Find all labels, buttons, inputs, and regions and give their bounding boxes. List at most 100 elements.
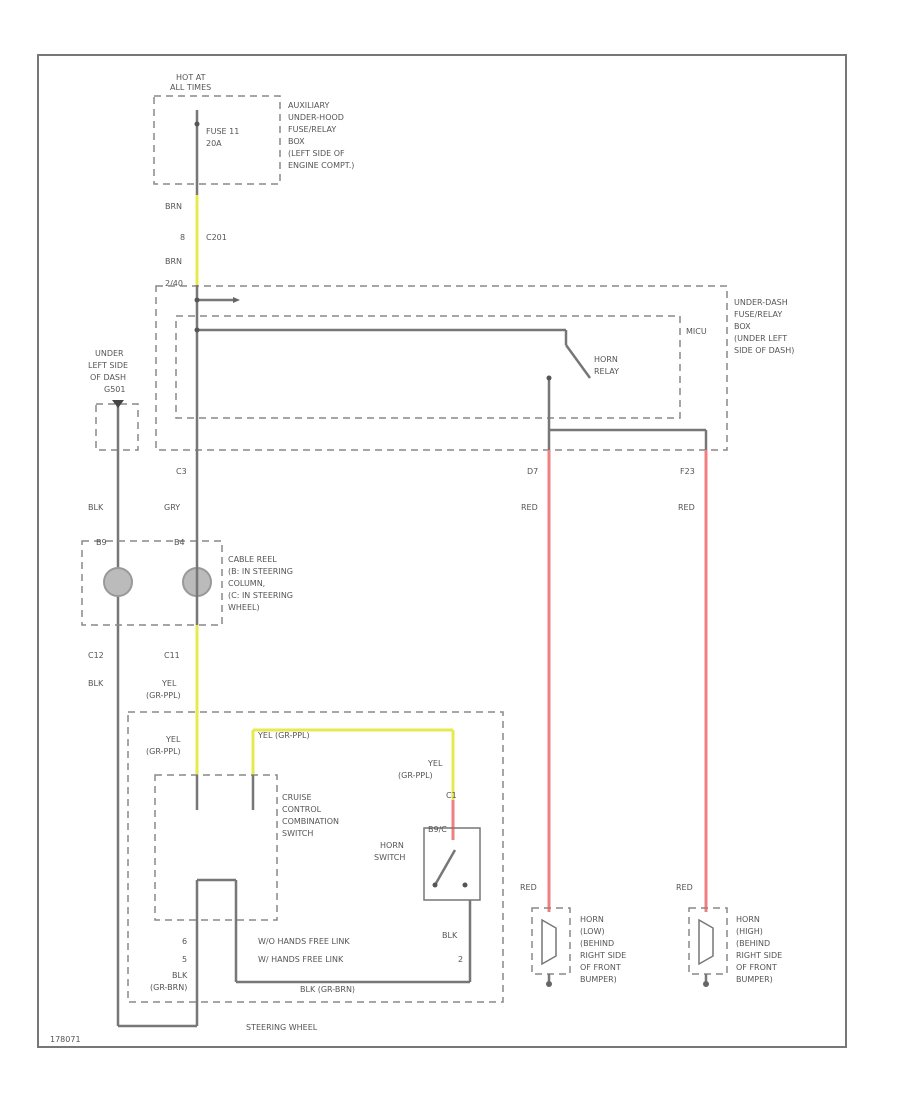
cable-reel-wire-yel-2: (GR-PPL) bbox=[146, 691, 181, 700]
yel-label-1: YEL bbox=[165, 735, 181, 744]
ground-symbol bbox=[112, 400, 124, 408]
cable-reel-wire-blk: BLK bbox=[88, 679, 104, 688]
cable-reel-desc: CABLE REEL (B: IN STEERING COLUMN, (C: I… bbox=[228, 555, 293, 612]
svg-text:(BEHIND: (BEHIND bbox=[580, 939, 614, 948]
wire-gry-label: GRY bbox=[164, 503, 180, 512]
svg-text:BUMPER): BUMPER) bbox=[580, 975, 617, 984]
svg-text:UNDER-DASH: UNDER-DASH bbox=[734, 298, 788, 307]
svg-text:FUSE/RELAY: FUSE/RELAY bbox=[288, 125, 336, 134]
pin-2: 2 bbox=[458, 955, 463, 964]
pin-5: 5 bbox=[182, 955, 187, 964]
cable-reel-coil-left bbox=[103, 567, 133, 597]
svg-text:OF DASH: OF DASH bbox=[90, 373, 126, 382]
steering-wheel-box bbox=[127, 711, 504, 1003]
yel-label-2: YEL bbox=[427, 759, 443, 768]
hot-at-label: HOT AT bbox=[176, 73, 206, 82]
svg-text:(UNDER LEFT: (UNDER LEFT bbox=[734, 334, 787, 343]
under-dash-fuse-box bbox=[155, 285, 728, 451]
svg-text:(LOW): (LOW) bbox=[580, 927, 605, 936]
wire-brn-label-1: BRN bbox=[165, 202, 182, 211]
svg-text:COLUMN,: COLUMN, bbox=[228, 579, 265, 588]
svg-text:BUMPER): BUMPER) bbox=[736, 975, 773, 984]
cable-reel-box bbox=[81, 540, 223, 626]
horn-low-box bbox=[531, 907, 571, 975]
cable-reel-c11: C11 bbox=[164, 651, 180, 660]
svg-text:AUXILIARY: AUXILIARY bbox=[288, 101, 330, 110]
fuse-dot bbox=[194, 121, 200, 127]
cruise-control-switch-box bbox=[154, 774, 278, 921]
blk-left: BLK bbox=[172, 971, 188, 980]
red-label-1: RED bbox=[521, 503, 538, 512]
wire-blk-label: BLK bbox=[88, 503, 104, 512]
hands-free-2: W/ HANDS FREE LINK bbox=[258, 955, 344, 964]
all-times-label: ALL TIMES bbox=[170, 83, 211, 92]
under-dash-desc: UNDER-DASH FUSE/RELAY BOX (UNDER LEFT SI… bbox=[734, 298, 794, 355]
svg-text:FUSE/RELAY: FUSE/RELAY bbox=[734, 310, 782, 319]
svg-text:RIGHT SIDE: RIGHT SIDE bbox=[580, 951, 626, 960]
blk-right: BLK bbox=[442, 931, 458, 940]
svg-text:OF FRONT: OF FRONT bbox=[736, 963, 777, 972]
svg-text:ENGINE COMPT.): ENGINE COMPT.) bbox=[288, 161, 354, 170]
horn-relay-switch bbox=[564, 344, 592, 379]
svg-text:(LEFT SIDE OF: (LEFT SIDE OF bbox=[288, 149, 345, 158]
horn-low-desc: HORN (LOW) (BEHIND RIGHT SIDE OF FRONT B… bbox=[580, 915, 626, 984]
horn-low-symbol bbox=[541, 918, 557, 966]
c201-label: C201 bbox=[206, 233, 227, 242]
svg-text:UNDER-HOOD: UNDER-HOOD bbox=[288, 113, 344, 122]
cable-reel-pin-right: B4 bbox=[174, 538, 185, 547]
svg-text:CONTROL: CONTROL bbox=[282, 805, 322, 814]
horn-switch-pin: B9/C bbox=[428, 825, 447, 834]
svg-text:CRUISE: CRUISE bbox=[282, 793, 312, 802]
svg-text:WHEEL): WHEEL) bbox=[228, 603, 260, 612]
yel-label-1b: (GR-PPL) bbox=[146, 747, 181, 756]
svg-text:OF FRONT: OF FRONT bbox=[580, 963, 621, 972]
pin-6: 6 bbox=[182, 937, 187, 946]
micu-label: MICU bbox=[686, 327, 707, 336]
cable-reel-pin-left: B9 bbox=[96, 538, 107, 547]
svg-text:BOX: BOX bbox=[288, 137, 305, 146]
svg-text:(BEHIND: (BEHIND bbox=[736, 939, 770, 948]
steering-wheel-label: STEERING WHEEL bbox=[246, 1023, 318, 1032]
diagram-frame bbox=[37, 54, 847, 1048]
horn-switch-contact bbox=[433, 849, 457, 886]
pin-d7: D7 bbox=[527, 467, 538, 476]
dash-box-pin: 2/40 bbox=[165, 279, 183, 288]
cable-reel-c12: C12 bbox=[88, 651, 104, 660]
horn-high-wire: RED bbox=[676, 883, 693, 892]
aux-fuse-box-desc: AUXILIARY UNDER-HOOD FUSE/RELAY BOX (LEF… bbox=[288, 101, 354, 170]
horn-high-box bbox=[688, 907, 728, 975]
wire-brn-label-2: BRN bbox=[165, 257, 182, 266]
horn-relay-label-1: HORN bbox=[594, 355, 618, 364]
aux-fuse-box bbox=[153, 95, 281, 185]
svg-text:HORN: HORN bbox=[736, 915, 760, 924]
svg-text:HORN: HORN bbox=[580, 915, 604, 924]
pin-c3: C3 bbox=[176, 467, 187, 476]
svg-text:LEFT SIDE: LEFT SIDE bbox=[88, 361, 128, 370]
micu-box bbox=[175, 315, 681, 419]
hands-free-1: W/O HANDS FREE LINK bbox=[258, 937, 350, 946]
bottom-wire-label: BLK (GR-BRN) bbox=[300, 985, 355, 994]
horn-switch-box bbox=[423, 827, 481, 901]
svg-text:(B: IN STEERING: (B: IN STEERING bbox=[228, 567, 293, 576]
horn-low-wire: RED bbox=[520, 883, 537, 892]
fuse-amps: 20A bbox=[206, 139, 222, 148]
horn-high-desc: HORN (HIGH) (BEHIND RIGHT SIDE OF FRONT … bbox=[736, 915, 782, 984]
blk-left-2: (GR-BRN) bbox=[150, 983, 187, 992]
yel-label-top: YEL (GR-PPL) bbox=[257, 731, 310, 740]
diagram-id: 178071 bbox=[50, 1035, 81, 1044]
svg-text:BOX: BOX bbox=[734, 322, 751, 331]
cable-reel-wire-yel: YEL bbox=[161, 679, 177, 688]
red-label-2: RED bbox=[678, 503, 695, 512]
pin-c1: C1 bbox=[446, 791, 457, 800]
svg-text:(HIGH): (HIGH) bbox=[736, 927, 763, 936]
horn-relay-label-2: RELAY bbox=[594, 367, 619, 376]
fuse-label: FUSE 11 bbox=[206, 127, 239, 136]
svg-text:RIGHT SIDE: RIGHT SIDE bbox=[736, 951, 782, 960]
svg-text:G501: G501 bbox=[104, 385, 125, 394]
svg-text:SWITCH: SWITCH bbox=[282, 829, 313, 838]
svg-text:COMBINATION: COMBINATION bbox=[282, 817, 339, 826]
cruise-control-desc: CRUISE CONTROL COMBINATION SWITCH bbox=[282, 793, 339, 838]
arrow-head bbox=[233, 297, 240, 303]
svg-text:UNDER: UNDER bbox=[95, 349, 124, 358]
